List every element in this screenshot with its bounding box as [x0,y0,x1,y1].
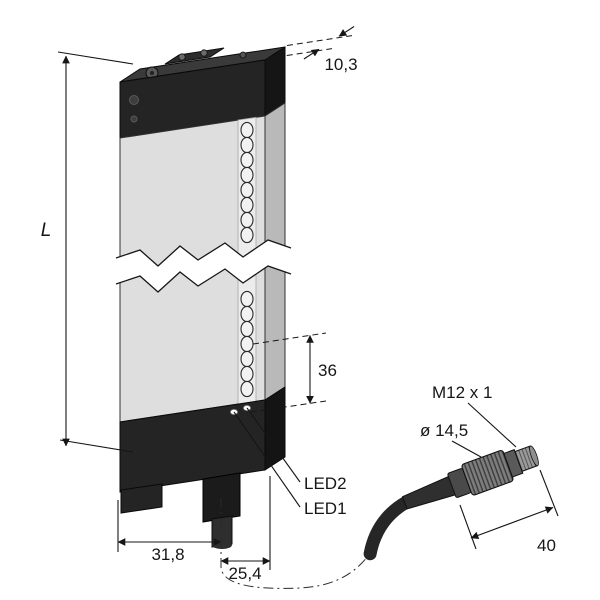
labels: L 10,3 36 31,8 25,4 40 M12 x 1 ø 14,5 LE… [41,55,556,583]
leader-line-led2 [246,407,301,483]
lens-windows-upper [240,121,254,244]
sensor [115,46,292,549]
lens-window [240,196,254,214]
lens-window [240,136,254,154]
connector-diameter-label: ø 14,5 [420,421,468,440]
lens-window [240,121,254,139]
extension-line-L-bottom [59,439,134,453]
extension-line-40-tip [539,469,559,517]
pin-icon [239,51,247,59]
dimension-label-width: 31,8 [151,545,184,564]
cap-hole-icon [129,95,139,105]
dimension-label-36: 36 [318,361,337,380]
extension-line-40-rear [459,504,477,550]
lens-windows-lower [240,290,254,398]
leader-line-led1 [233,411,301,508]
lens-window [240,350,254,368]
leader-line-thread [467,402,517,448]
dimension-label-length: L [41,220,52,241]
dimension-arrow-depth-b [338,26,355,37]
mounting-foot [120,483,163,514]
lens-window [240,305,254,323]
sensor-housing [115,102,292,423]
dimension-label-40: 40 [537,536,556,555]
lens-window [240,335,254,353]
lens-window [240,290,254,308]
led2-label: LED2 [304,474,347,493]
connector-thread-label: M12 x 1 [432,383,492,402]
screw-icon [178,53,186,61]
extension-line-36-top [252,332,327,345]
bottom-cap-side-face [264,386,286,471]
m12-connector [363,445,539,561]
sensor-bottom-cap [119,386,286,549]
dimension-arrow-depth-a [303,48,320,60]
lens-window [240,365,254,383]
lens-window [240,380,254,398]
dimension-lines [57,26,559,589]
top-cap-raised-block [164,47,225,65]
led1-label: LED1 [304,499,347,518]
lens-window [240,151,254,169]
extension-line-depth-back [286,35,353,46]
extension-line-L-top [57,51,134,65]
leader-line-diameter [451,440,482,458]
lens-window [240,211,254,229]
connector-cable [363,495,413,561]
dimension-line-40 [470,506,554,540]
cap-hole-icon [130,115,138,123]
screw-center [150,71,154,75]
break-gap [116,240,291,292]
break-edge-bottom [115,265,292,293]
dimension-label-depth: 10,3 [324,55,357,74]
screw-icon [200,49,208,57]
break-edge-top [115,239,292,267]
cable-gland [202,472,241,523]
lens-window [240,226,254,244]
lens-window [240,166,254,184]
connector-face [529,445,539,467]
lens-window [240,320,254,338]
break-symbol [115,239,292,293]
extension-line-depth-front [266,48,333,59]
dimension-label-offset: 25,4 [228,564,261,583]
lens-window [240,181,254,199]
